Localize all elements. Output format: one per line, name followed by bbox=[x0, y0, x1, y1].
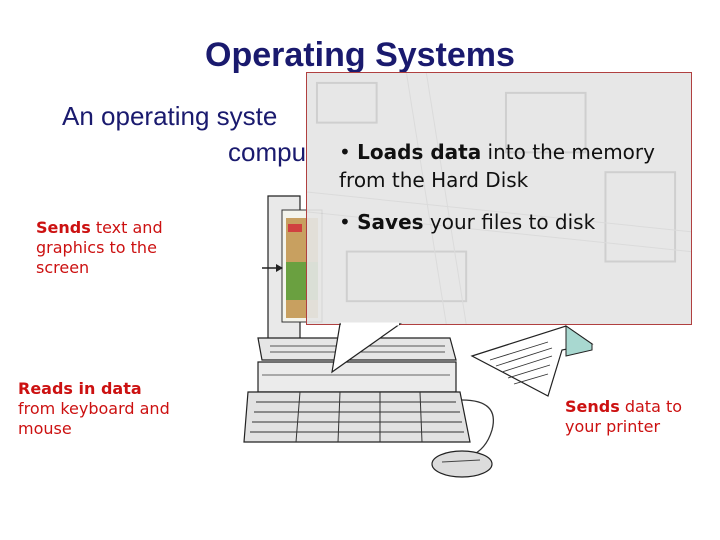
motherboard-photo bbox=[307, 73, 691, 324]
label-keyboard-rest: from keyboard and mouse bbox=[18, 399, 170, 438]
bullet-2-marker: • bbox=[339, 210, 357, 234]
mouse-icon bbox=[432, 451, 492, 477]
printer-paper-icon bbox=[472, 326, 592, 396]
label-screen-bold: Sends bbox=[36, 218, 91, 237]
label-reads-keyboard: Reads in data from keyboard and mouse bbox=[18, 379, 178, 439]
keyboard-icon bbox=[244, 392, 470, 442]
label-keyboard-bold: Reads in data bbox=[18, 379, 142, 398]
bullet-2-rest: your files to disk bbox=[424, 210, 596, 234]
label-printer-bold: Sends bbox=[565, 397, 620, 416]
bullet-1-marker: • bbox=[339, 140, 357, 164]
label-sends-to-printer: Sends data to your printer bbox=[565, 397, 715, 437]
system-unit-icon bbox=[258, 338, 456, 392]
hard-disk-callout: • Loads data into the memory from the Ha… bbox=[306, 72, 692, 325]
bullet-1-bold: Loads data bbox=[357, 140, 481, 164]
bullet-loads-data: • Loads data into the memory from the Ha… bbox=[339, 138, 679, 194]
label-sends-to-screen: Sends text and graphics to the screen bbox=[36, 218, 196, 278]
bullet-saves-files: • Saves your files to disk bbox=[339, 208, 679, 236]
bullet-2-bold: Saves bbox=[357, 210, 423, 234]
